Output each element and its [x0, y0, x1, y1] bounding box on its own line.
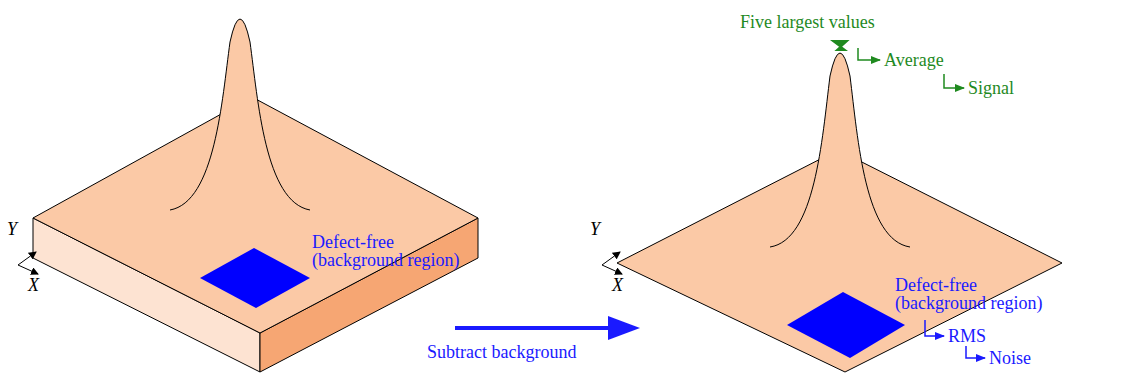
metric-label: RMS [948, 327, 986, 345]
axis-label: X [612, 276, 623, 294]
metric-label: Signal [968, 79, 1014, 97]
metric-label: Five largest values [740, 13, 875, 31]
metric-label: Average [884, 51, 944, 69]
process-label: Subtract background [427, 343, 576, 361]
flat-surface [602, 41, 1062, 372]
raw-slab [18, 19, 478, 372]
metric-label: Noise [989, 349, 1031, 367]
axis-label: Y [7, 220, 17, 238]
process-arrow [455, 316, 640, 340]
axis-label: Y [590, 220, 600, 238]
axis-label: X [28, 276, 39, 294]
region-label: Defect-free (background region) [312, 233, 480, 269]
region-label: Defect-free (background region) [895, 276, 1063, 312]
